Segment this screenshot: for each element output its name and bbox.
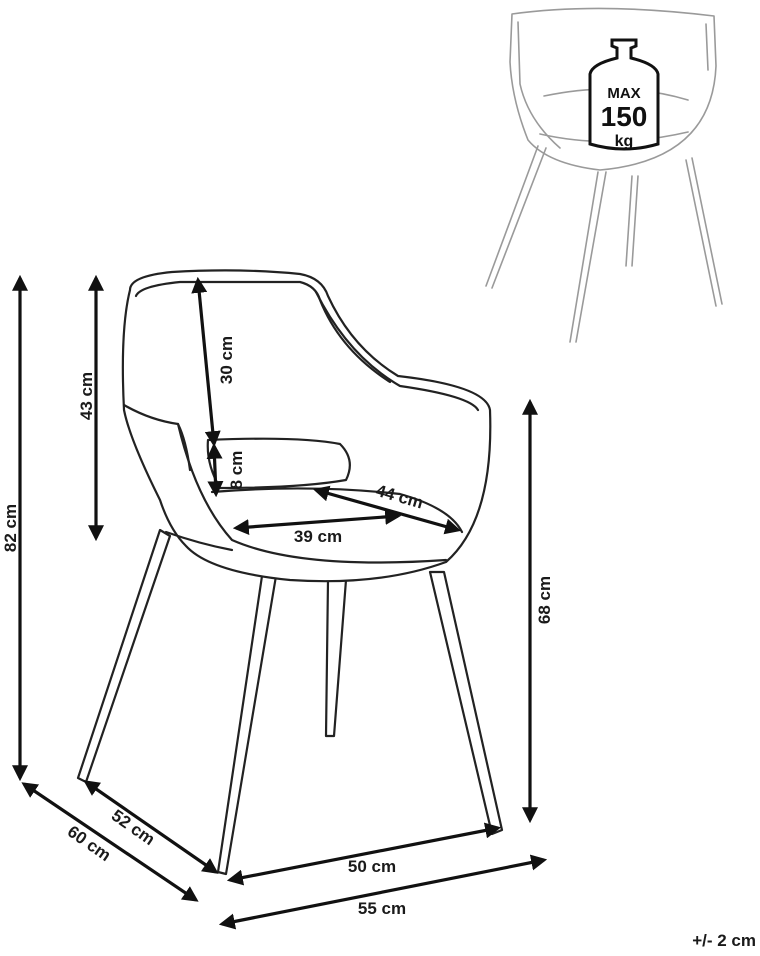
thumbnail-chair [485,7,723,343]
front-left-leg [216,574,278,876]
label-inner-back-height: 30 cm [217,336,236,384]
label-inner-depth: 52 cm [108,806,158,849]
label-armrest-gap: 8 cm [227,451,246,490]
tolerance-note: +/- 2 cm [692,931,756,950]
label-seat-height: 68 cm [535,576,554,624]
main-chair [76,269,504,876]
weight-limit-icon: MAX 150 kg [588,38,660,151]
rear-right-leg [324,578,348,738]
dim-inner-back-arrow [191,276,221,448]
weight-value: 150 [601,101,648,132]
weight-max-label: MAX [607,85,640,102]
dim-seat-width-arrow [232,508,402,536]
dimension-lines [12,274,548,930]
label-total-width: 55 cm [358,899,406,918]
rear-left-leg [76,528,172,784]
dim-total-width-arrow [218,854,548,930]
label-total-height: 82 cm [1,504,20,552]
label-backrest-height: 43 cm [77,372,96,420]
front-right-leg [428,570,504,836]
weight-unit: kg [615,133,634,150]
label-leg-width: 50 cm [348,857,396,876]
label-seat-width: 39 cm [294,527,342,546]
dim-total-depth-arrow [21,782,199,902]
dim-armrest-gap-arrow [206,442,224,498]
